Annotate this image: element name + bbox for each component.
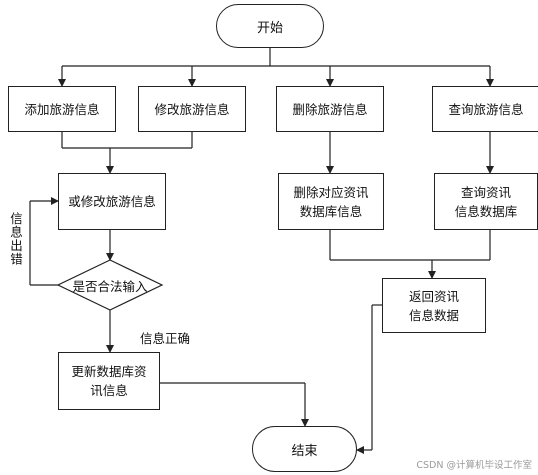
query-info-box: 查询旅游信息 xyxy=(432,86,538,132)
add-or-modify-box: 或修改旅游信息 xyxy=(58,173,166,230)
return-line2: 信息数据 xyxy=(408,307,459,323)
start-label: 开始 xyxy=(256,20,283,36)
return-info-box: 返回资讯 信息数据 xyxy=(382,278,486,333)
update-db-box: 更新数据库资 讯信息 xyxy=(58,352,160,410)
return-line1: 返回资讯 xyxy=(408,288,459,304)
update-line2: 讯信息 xyxy=(90,383,128,398)
update-line1: 更新数据库资 xyxy=(71,364,147,379)
end-node: 结束 xyxy=(252,426,357,472)
modify-info-box: 修改旅游信息 xyxy=(138,86,246,132)
error-edge-label: 信息出错 xyxy=(8,212,23,266)
delete-db-box: 删除对应资讯 数据库信息 xyxy=(278,173,384,230)
query-db-line2: 信息数据库 xyxy=(454,203,518,219)
add-info-label: 添加旅游信息 xyxy=(24,101,100,117)
delete-info-box: 删除旅游信息 xyxy=(276,86,384,132)
delete-info-label: 删除旅游信息 xyxy=(292,101,368,117)
decision-label: 是否合法输入 xyxy=(72,278,148,294)
add-or-modify-label: 或修改旅游信息 xyxy=(68,194,156,209)
delete-db-line2: 数据库信息 xyxy=(299,203,363,219)
query-db-box: 查询资讯 信息数据库 xyxy=(434,173,538,230)
correct-edge-label: 信息正确 xyxy=(140,331,191,346)
start-node: 开始 xyxy=(216,4,324,48)
delete-db-line1: 删除对应资讯 xyxy=(293,184,369,200)
modify-info-label: 修改旅游信息 xyxy=(154,101,230,117)
add-info-box: 添加旅游信息 xyxy=(8,86,116,132)
query-db-line1: 查询资讯 xyxy=(460,184,511,200)
csdn-watermark: CSDN @计算机毕设工作室 xyxy=(416,460,532,471)
end-label: 结束 xyxy=(291,443,318,459)
decision-diamond xyxy=(56,259,164,311)
query-info-label: 查询旅游信息 xyxy=(448,101,524,117)
